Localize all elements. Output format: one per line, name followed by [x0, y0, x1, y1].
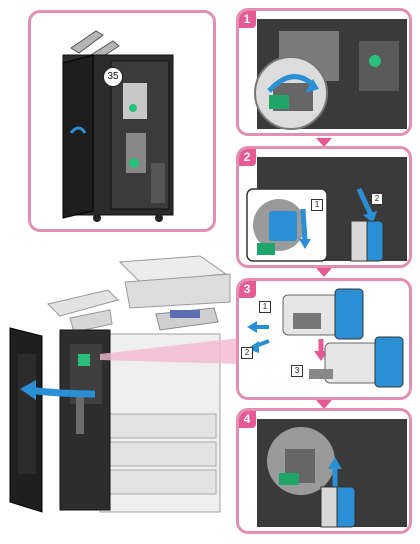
down-arrow-icon	[316, 400, 332, 409]
finisher-illustration	[62, 30, 174, 222]
copier-illustration	[9, 255, 240, 513]
down-arrow-icon	[316, 268, 332, 277]
down-arrow-icon	[316, 138, 332, 147]
step-label: 2	[241, 347, 253, 359]
step-label: 1	[311, 199, 323, 211]
step-4-illustration	[257, 419, 407, 528]
step-number: 2	[239, 149, 256, 166]
step-number: 3	[239, 281, 256, 298]
step-2-panel: 2 1 2	[236, 146, 412, 268]
step-2-illustration	[246, 157, 407, 262]
step-label: 1	[259, 301, 271, 313]
finisher-overview-panel: 35	[28, 10, 216, 232]
step-4-panel: 4	[236, 408, 412, 534]
step-1-panel: 1	[236, 8, 412, 136]
step-3-illustration	[247, 288, 404, 388]
step-1-illustration	[254, 19, 407, 130]
step-number: 4	[239, 411, 256, 428]
part-number-callout: 35	[103, 67, 123, 87]
step-label: 3	[291, 365, 303, 377]
step-3-panel: 3 1 2 3	[236, 278, 412, 400]
step-number: 1	[239, 11, 256, 28]
step-label: 2	[371, 193, 383, 205]
